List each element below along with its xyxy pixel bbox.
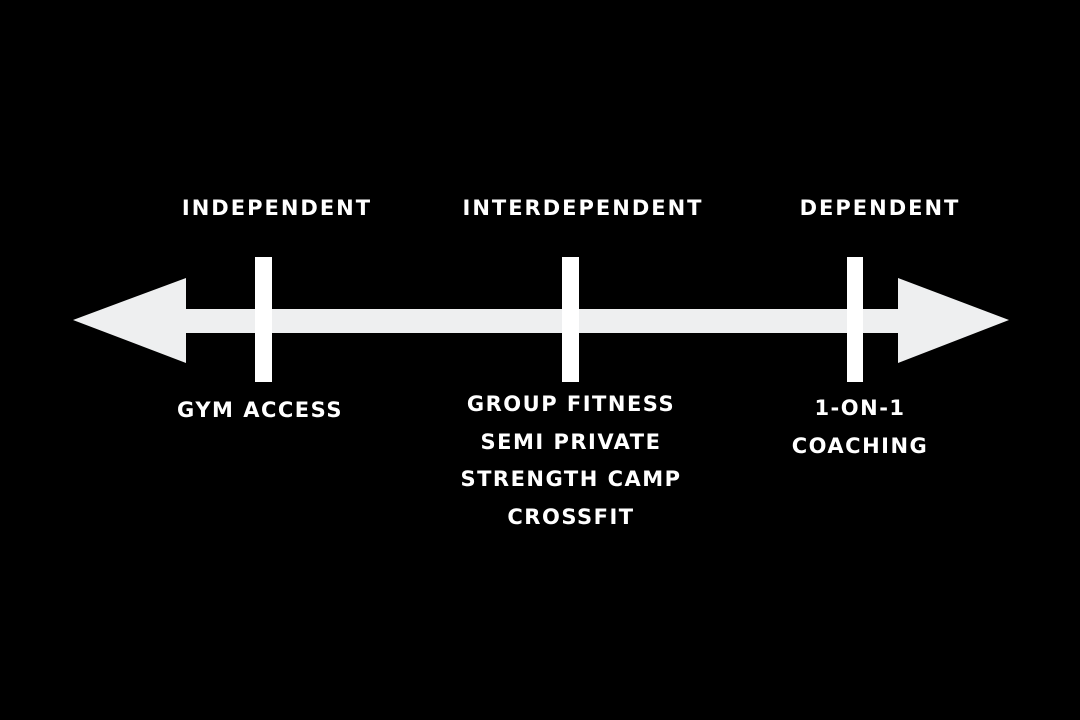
item-1-on-1: 1-ON-1 <box>814 396 906 420</box>
tick-independent <box>255 257 272 382</box>
tick-interdependent <box>562 257 579 382</box>
item-gym-access: GYM ACCESS <box>177 398 343 422</box>
dependent-items: 1-ON-1 COACHING <box>791 396 929 458</box>
item-coaching: COACHING <box>791 434 929 458</box>
heading-dependent: DEPENDENT <box>799 196 961 220</box>
independent-items: GYM ACCESS <box>177 398 343 422</box>
item-group-fitness: GROUP FITNESS <box>466 392 676 416</box>
right-arrowhead-icon <box>898 278 1009 363</box>
item-strength-camp: STRENGTH CAMP <box>460 467 682 491</box>
heading-independent: INDEPENDENT <box>181 196 373 220</box>
interdependent-items: GROUP FITNESS SEMI PRIVATE STRENGTH CAMP… <box>460 392 682 529</box>
tick-dependent <box>847 257 863 382</box>
item-semi-private: SEMI PRIVATE <box>480 429 662 454</box>
left-arrowhead-icon <box>73 278 186 363</box>
heading-interdependent: INTERDEPENDENT <box>462 196 704 220</box>
arrow-shaft <box>180 309 904 333</box>
item-crossfit: CROSSFIT <box>507 504 635 529</box>
